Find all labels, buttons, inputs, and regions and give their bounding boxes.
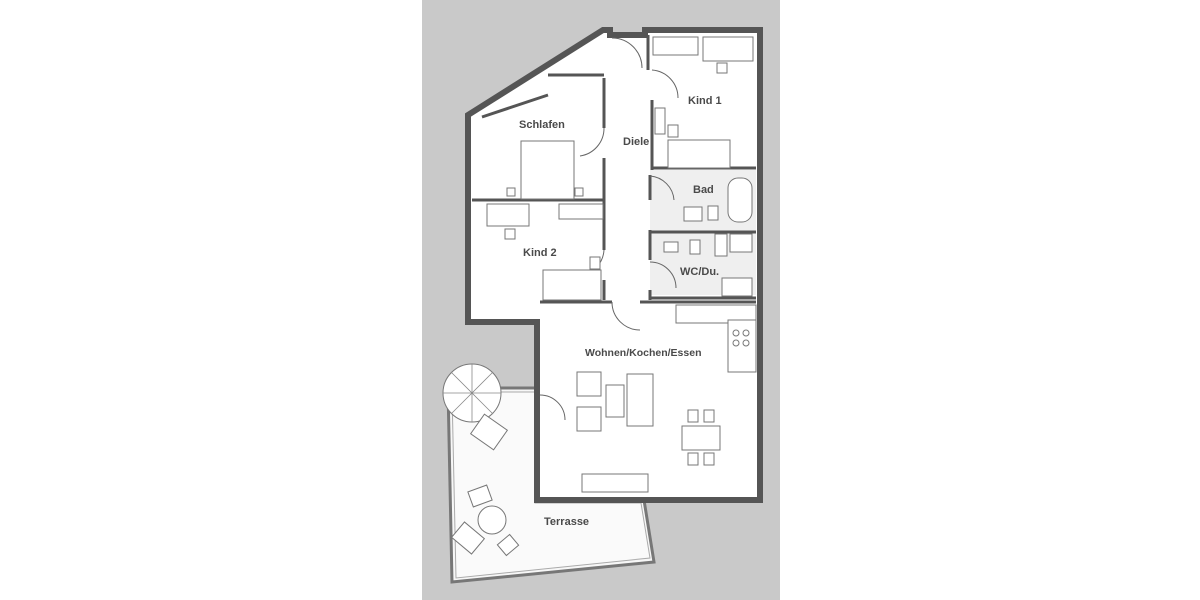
room-label-wc-dusche: WC/Du. [680, 266, 720, 278]
room-label-terrasse: Terrasse [544, 516, 590, 528]
floor-plan-drawing [442, 27, 763, 584]
room-label-wohnen-kochen-essen: Wohnen/Kochen/Essen [585, 347, 702, 359]
room-label-diele: Diele [623, 136, 650, 148]
room-label-kind1: Kind 1 [688, 95, 722, 107]
room-label-schlafen: Schlafen [519, 119, 565, 131]
room-label-bad: Bad [693, 184, 714, 196]
umbrella-ribs [443, 364, 501, 422]
floor-plan-panel: Schlafen Diele Kind 1 Bad Kind 2 WC/Du. … [422, 0, 780, 600]
room-label-kind2: Kind 2 [523, 247, 557, 259]
